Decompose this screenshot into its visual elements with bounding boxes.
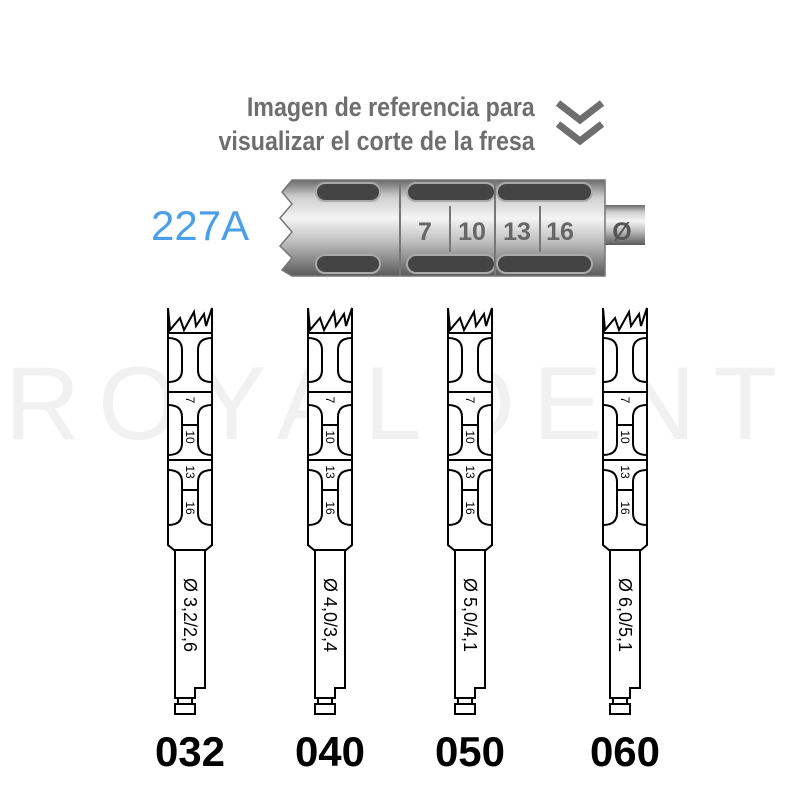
drill-050 (447, 307, 493, 715)
drill-diameter-label: Ø 4,0/3,4 (320, 578, 340, 652)
drill-code: 050 (434, 728, 506, 775)
depth-mark: 16 (463, 501, 477, 515)
drill-diameter-label: Ø 5,0/4,1 (460, 578, 480, 652)
reference-drill-body (278, 179, 606, 277)
caption-line-2: visualizar el corte de la fresa (218, 126, 535, 156)
drill-connector (314, 703, 336, 715)
drill-body (447, 307, 493, 551)
model-number: 227A (151, 202, 250, 249)
drill-032 (167, 307, 213, 715)
depth-mark: 13 (463, 465, 477, 479)
drill-060 (602, 307, 648, 715)
reference-diameter-symbol: Ø (612, 218, 631, 246)
depth-mark: 16 (323, 501, 337, 515)
depth-mark: 10 (618, 430, 632, 444)
drill-body (307, 307, 353, 551)
drill-diameter-label: Ø 6,0/5,1 (615, 578, 635, 652)
drill-shank (454, 550, 486, 699)
drill-body (602, 307, 648, 551)
reference-depth-mark: 16 (546, 218, 574, 246)
reference-depth-mark: 7 (418, 218, 432, 246)
drill-040 (307, 307, 353, 715)
double-chevron-down-icon (555, 100, 605, 146)
depth-mark: 13 (183, 465, 197, 479)
reference-drill-shank (600, 205, 645, 245)
depth-mark: 10 (463, 430, 477, 444)
reference-depth-mark: 10 (458, 218, 486, 246)
watermark: ROYALDENT (5, 346, 795, 462)
drill-body (167, 307, 213, 551)
drill-diameter-label: Ø 3,2/2,6 (180, 578, 200, 652)
depth-mark: 16 (618, 501, 632, 515)
drill-connector (174, 703, 196, 715)
depth-mark: 13 (323, 465, 337, 479)
reference-drill-image: 7 10 13 16 Ø (278, 179, 645, 277)
drill-code: 032 (154, 728, 226, 775)
drill-shank (174, 550, 206, 699)
depth-mark: 10 (323, 430, 337, 444)
drill-code: 060 (589, 728, 661, 775)
drill-shank (609, 550, 641, 699)
reference-depth-mark: 13 (503, 218, 531, 246)
caption-line-1: Imagen de referencia para (247, 92, 535, 122)
drill-code: 040 (294, 728, 366, 775)
drill-connector (454, 703, 476, 715)
drill-connector (609, 703, 631, 715)
depth-mark: 7 (323, 397, 337, 404)
depth-mark: 13 (618, 465, 632, 479)
drill-shank (314, 550, 346, 699)
depth-mark: 7 (183, 397, 197, 404)
depth-mark: 7 (463, 397, 477, 404)
depth-mark: 10 (183, 430, 197, 444)
depth-mark: 7 (618, 397, 632, 404)
depth-mark: 16 (183, 501, 197, 515)
